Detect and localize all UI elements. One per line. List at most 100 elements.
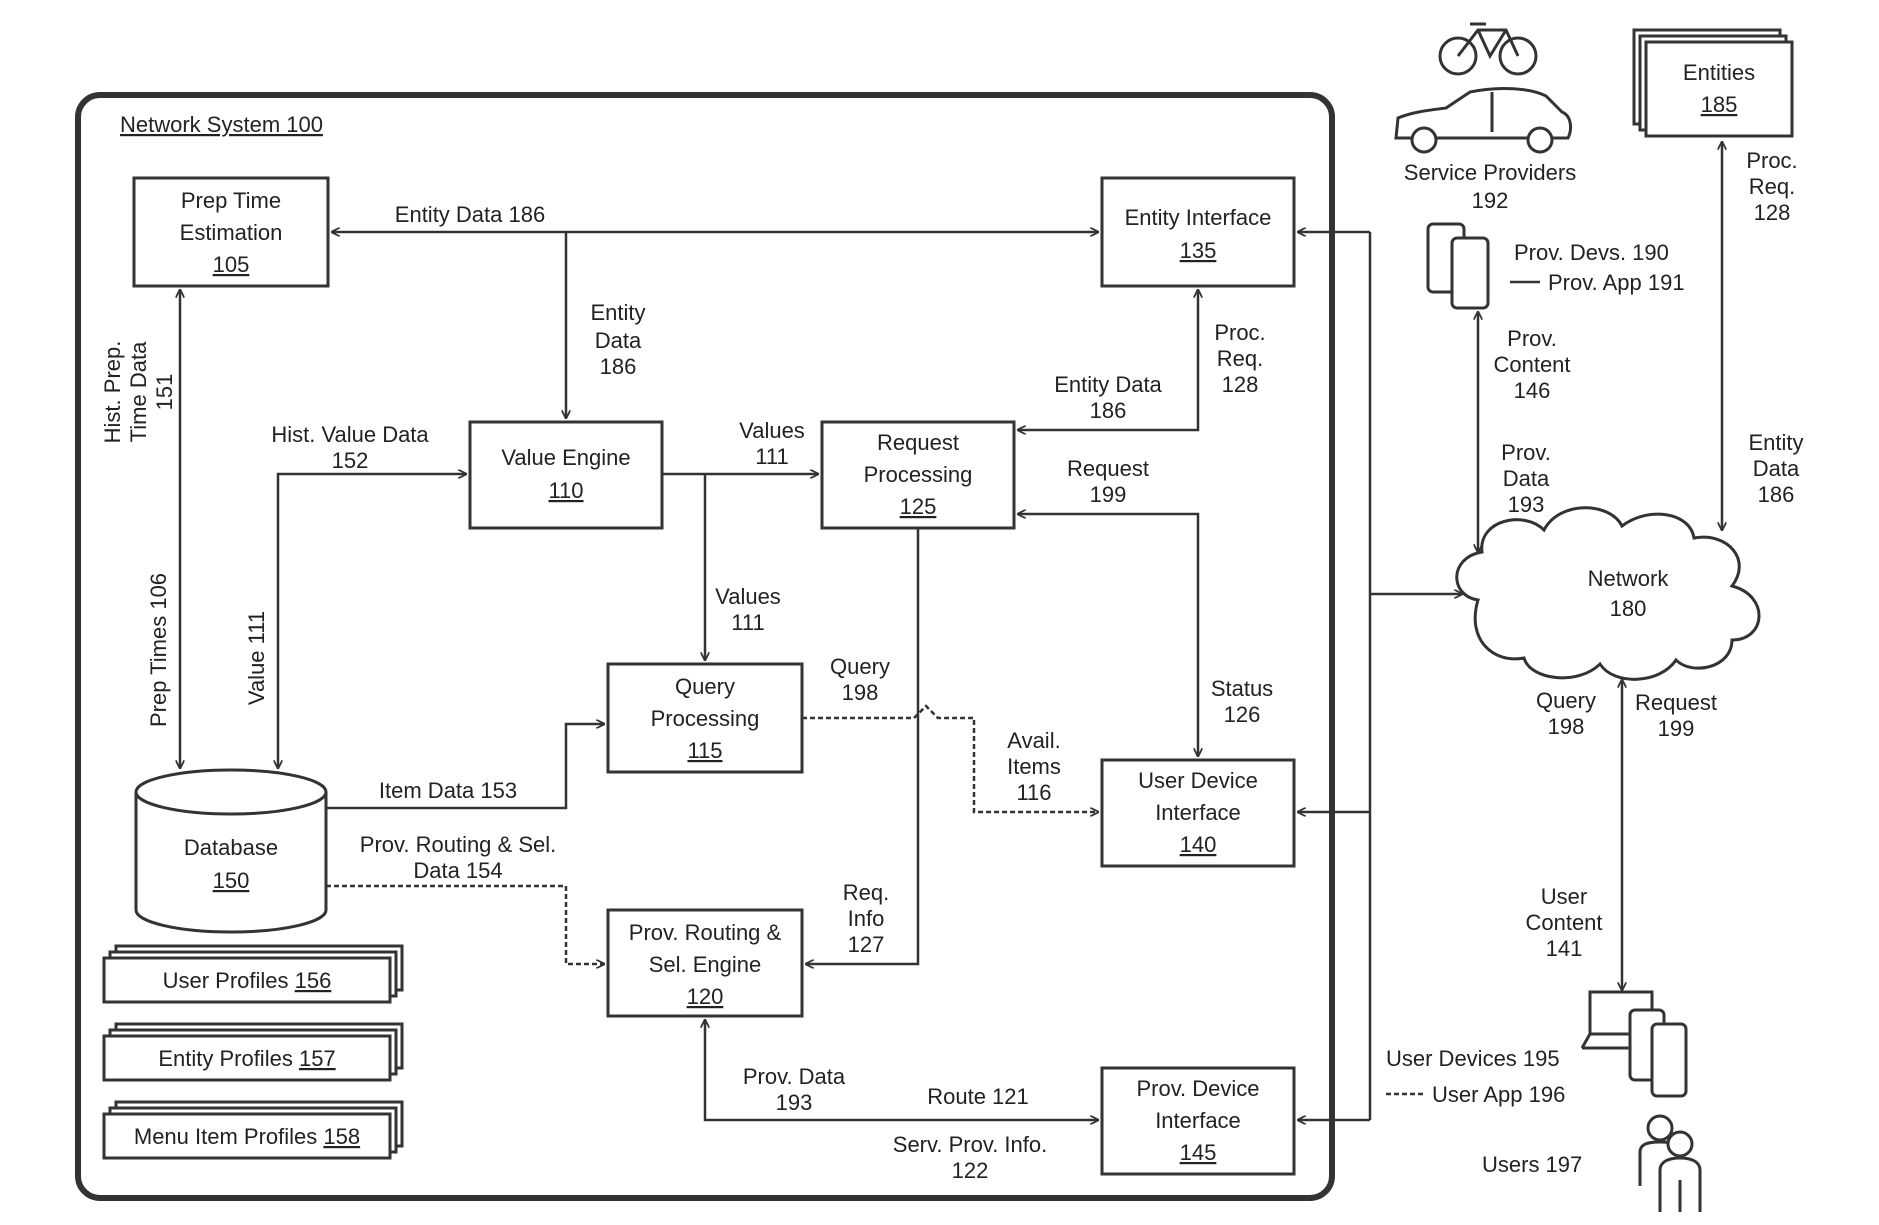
svg-text:Entity: Entity: [590, 300, 645, 325]
proc-req-inner-label: Proc. Req. 128: [1214, 320, 1265, 397]
svg-text:Avail.: Avail.: [1007, 728, 1060, 753]
item-data-label: Item Data 153: [379, 778, 517, 803]
prov-devs-label: Prov. Devs. 190: [1514, 240, 1669, 265]
request-outer-label: Request 199: [1635, 690, 1717, 741]
user-app-label: User App 196: [1432, 1082, 1565, 1107]
svg-text:199: 199: [1658, 716, 1695, 741]
request-status-arrow: [1018, 514, 1198, 756]
entity-data-outer-label: Entity Data 186: [1748, 430, 1803, 507]
svg-text:Data: Data: [1503, 466, 1550, 491]
car-icon: [1396, 89, 1570, 152]
svg-text:Items: Items: [1007, 754, 1061, 779]
svg-text:Entity: Entity: [1748, 430, 1803, 455]
users-icon: [1640, 1116, 1700, 1212]
svg-text:Proc.: Proc.: [1214, 320, 1265, 345]
svg-text:Proc.: Proc.: [1746, 148, 1797, 173]
svg-text:120: 120: [687, 984, 724, 1009]
svg-text:Prov. Device: Prov. Device: [1136, 1076, 1259, 1101]
svg-text:Entity Interface: Entity Interface: [1125, 205, 1272, 230]
value-engine-box: Value Engine 110: [470, 422, 662, 528]
svg-text:Entity Profiles 157: Entity Profiles 157: [158, 1046, 335, 1071]
svg-text:Req.: Req.: [1749, 174, 1795, 199]
svg-text:127: 127: [848, 932, 885, 957]
svg-text:Sel. Engine: Sel. Engine: [649, 952, 762, 977]
svg-text:Database: Database: [184, 835, 278, 860]
svg-text:Prov. Routing &: Prov. Routing &: [629, 920, 782, 945]
svg-text:Content: Content: [1493, 352, 1570, 377]
svg-text:Values: Values: [715, 584, 781, 609]
svg-text:Estimation: Estimation: [180, 220, 283, 245]
svg-text:193: 193: [776, 1090, 813, 1115]
svg-text:Query: Query: [675, 674, 735, 699]
svg-text:186: 186: [600, 354, 637, 379]
svg-text:Status: Status: [1211, 676, 1273, 701]
svg-text:128: 128: [1754, 200, 1791, 225]
network-system-title: Network System 100: [120, 112, 323, 137]
svg-text:128: 128: [1222, 372, 1259, 397]
svg-text:111: 111: [755, 444, 788, 469]
query-processing-box: Query Processing 115: [608, 664, 802, 772]
svg-text:Prov. Routing & Sel.: Prov. Routing & Sel.: [360, 832, 556, 857]
svg-text:Prov.: Prov.: [1507, 326, 1557, 351]
user-devices-label: User Devices 195: [1386, 1046, 1560, 1071]
entity-interface-box: Entity Interface 135: [1102, 178, 1294, 286]
serv-prov-info-label: Serv. Prov. Info. 122: [893, 1132, 1047, 1183]
svg-text:116: 116: [1016, 780, 1051, 805]
service-providers-label: Service Providers 192: [1404, 160, 1576, 213]
prov-data-bottom-label: Prov. Data 193: [743, 1064, 846, 1115]
svg-text:Req.: Req.: [843, 880, 889, 905]
bicycle-icon: [1440, 24, 1536, 74]
svg-text:Query: Query: [830, 654, 890, 679]
svg-text:Menu Item Profiles 158: Menu Item Profiles 158: [134, 1124, 360, 1149]
svg-text:Data: Data: [595, 328, 642, 353]
values-down-label: Values 111: [715, 584, 781, 635]
svg-text:Hist. Prep.: Hist. Prep.: [100, 341, 125, 444]
hist-value-label: Hist. Value Data 152: [271, 422, 429, 473]
svg-text:User Profiles 156: User Profiles 156: [163, 968, 332, 993]
svg-text:Prov.: Prov.: [1501, 440, 1551, 465]
request-processing-box: Request Processing 125: [822, 422, 1014, 528]
svg-text:122: 122: [952, 1158, 989, 1183]
prep-time-estimation-box: Prep Time Estimation 105: [134, 178, 328, 286]
svg-text:135: 135: [1180, 238, 1217, 263]
svg-text:Prep Time: Prep Time: [181, 188, 281, 213]
svg-text:150: 150: [213, 868, 250, 893]
avail-items-label: Avail. Items 116: [1007, 728, 1061, 805]
svg-text:193: 193: [1508, 492, 1545, 517]
svg-text:145: 145: [1180, 1140, 1217, 1165]
svg-text:Info: Info: [848, 906, 885, 931]
svg-text:186: 186: [1090, 398, 1127, 423]
entity-profiles-stack: Entity Profiles 157: [104, 1024, 402, 1080]
req-info-label: Req. Info 127: [843, 880, 889, 957]
svg-text:Request: Request: [1067, 456, 1149, 481]
user-content-label: User Content 141: [1525, 884, 1602, 961]
svg-text:186: 186: [1758, 482, 1795, 507]
routing-data-label: Prov. Routing & Sel. Data 154: [360, 832, 556, 883]
svg-text:Entity Data: Entity Data: [1054, 372, 1162, 397]
value-111-label: Value 111: [244, 611, 269, 705]
hist-prep-time-label: Hist. Prep. Time Data 151: [100, 341, 177, 444]
query-198-label: Query 198: [830, 654, 890, 705]
entity-data-inner-label: Entity Data 186: [1054, 372, 1162, 423]
svg-text:Processing: Processing: [651, 706, 760, 731]
proc-req-outer-label: Proc. Req. 128: [1746, 148, 1797, 225]
prov-content-label: Prov. Content 146: [1493, 326, 1570, 403]
svg-text:115: 115: [687, 738, 722, 763]
svg-text:User: User: [1541, 884, 1587, 909]
svg-text:User Device: User Device: [1138, 768, 1258, 793]
prep-times-label: Prep Times 106: [146, 573, 171, 727]
values-right-label: Values 111: [739, 418, 805, 469]
user-profiles-stack: User Profiles 156: [104, 946, 402, 1002]
entities-stack: Entities 185: [1634, 30, 1792, 136]
svg-text:Req.: Req.: [1217, 346, 1263, 371]
svg-text:Processing: Processing: [864, 462, 973, 487]
users-label: Users 197: [1482, 1152, 1582, 1177]
svg-text:126: 126: [1224, 702, 1261, 727]
svg-text:111: 111: [731, 610, 764, 635]
hist-value-arrow: [278, 474, 466, 768]
svg-text:Request: Request: [1635, 690, 1717, 715]
menu-item-profiles-stack: Menu Item Profiles 158: [104, 1102, 402, 1158]
svg-text:185: 185: [1701, 92, 1738, 117]
svg-text:Interface: Interface: [1155, 1108, 1241, 1133]
svg-text:180: 180: [1610, 596, 1647, 621]
